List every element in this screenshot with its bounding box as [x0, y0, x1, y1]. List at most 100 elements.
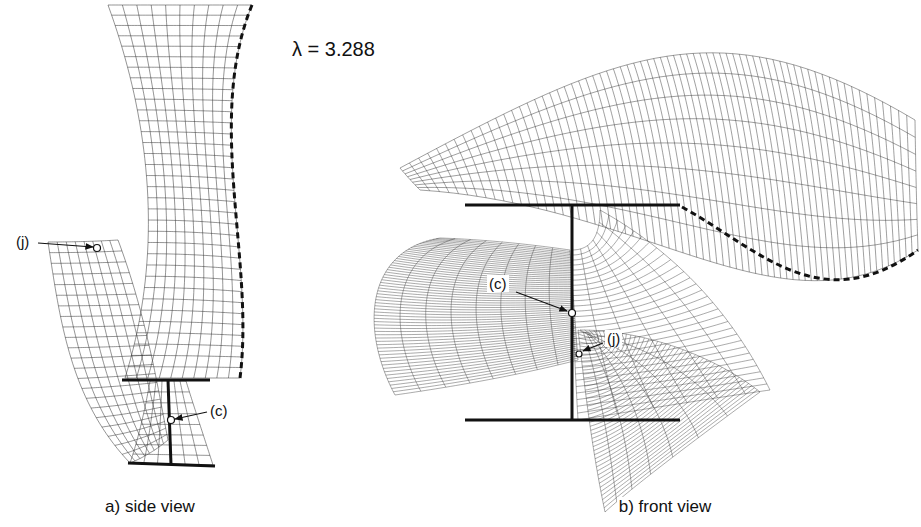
- mesh-line: [706, 53, 743, 271]
- mesh-line: [726, 53, 762, 275]
- mesh-line: [400, 239, 455, 392]
- mesh-line: [376, 328, 576, 341]
- mesh-line: [915, 120, 918, 250]
- mesh-line: [746, 55, 781, 278]
- mesh-line: [222, 5, 237, 378]
- mesh-line: [384, 346, 577, 372]
- mesh-line: [572, 215, 609, 255]
- mesh-line: [753, 56, 787, 279]
- mesh-line: [599, 375, 736, 479]
- callout-label: (j): [14, 233, 31, 250]
- mesh-line: [382, 280, 573, 291]
- mesh-line: [374, 311, 574, 315]
- mesh-line: [600, 379, 742, 487]
- mesh-line: [101, 241, 159, 447]
- mesh-line: [374, 318, 575, 325]
- mesh-line: [572, 226, 626, 265]
- mesh-line: [180, 381, 199, 465]
- mesh-line: [374, 315, 575, 320]
- mesh-line: [403, 253, 571, 269]
- mesh-line: [733, 54, 769, 276]
- bottom-flange: [465, 419, 680, 422]
- mesh-line: [423, 242, 571, 257]
- mesh-line: [392, 356, 578, 388]
- mesh-line: [48, 240, 118, 242]
- mesh-line: [837, 80, 859, 276]
- mesh-line: [673, 55, 710, 261]
- mesh-line: [588, 246, 654, 408]
- mesh-line: [907, 115, 912, 254]
- mesh-line: [389, 267, 572, 281]
- mesh-line: [572, 220, 617, 260]
- mesh-line: [56, 294, 135, 295]
- mesh-line: [148, 209, 236, 213]
- mesh-line: [395, 360, 578, 395]
- mesh-line: [680, 55, 717, 264]
- mesh-line: [445, 144, 467, 195]
- mesh-line: [374, 320, 575, 328]
- mesh-line: [166, 5, 185, 378]
- mesh-line: [51, 262, 125, 264]
- mesh-line: [577, 378, 764, 406]
- mesh-line: [882, 102, 894, 264]
- mesh-line: [393, 358, 578, 392]
- mesh-line: [148, 254, 240, 258]
- mesh-line: [605, 392, 760, 512]
- mesh-line: [451, 241, 486, 383]
- mesh-line: [66, 242, 140, 459]
- mesh-line: [596, 369, 725, 467]
- mesh-line: [58, 305, 138, 306]
- mesh-line: [399, 256, 572, 272]
- mesh-line: [148, 231, 237, 235]
- callout-label: (j): [605, 330, 622, 347]
- mesh-line: [180, 5, 195, 378]
- mesh-line: [379, 285, 573, 294]
- mesh-line: [415, 181, 917, 221]
- mesh-line: [57, 242, 135, 461]
- mesh-line: [574, 296, 708, 327]
- subfigure-caption: a) side view: [103, 497, 197, 517]
- mesh-line: [574, 309, 718, 339]
- mesh-line: [713, 53, 749, 272]
- mesh-line: [203, 5, 214, 378]
- mesh-line: [577, 366, 757, 393]
- mesh-line: [527, 103, 555, 213]
- mesh-line: [574, 315, 723, 344]
- mesh-line: [600, 210, 770, 390]
- mesh-line: [414, 246, 571, 262]
- mesh-line: [599, 377, 739, 483]
- mesh-line: [130, 440, 168, 463]
- mesh-line: [413, 165, 917, 203]
- mesh-line: [378, 291, 574, 299]
- mesh-line: [144, 288, 241, 292]
- mesh-line: [501, 244, 519, 375]
- mesh-line: [593, 240, 687, 403]
- deformed-mesh: [48, 5, 918, 512]
- mesh-line: [143, 299, 242, 303]
- point-marker: [168, 417, 175, 424]
- mesh-line: [380, 338, 576, 358]
- mesh-line: [146, 276, 242, 280]
- mesh-line: [394, 261, 571, 276]
- mesh-line: [405, 95, 916, 174]
- mesh-line: [63, 325, 144, 327]
- mesh-line: [383, 277, 573, 288]
- point-marker: [569, 310, 576, 317]
- mesh-line: [379, 336, 576, 355]
- mesh-line: [572, 231, 634, 270]
- mesh-line: [595, 365, 718, 458]
- mesh-line: [50, 251, 122, 253]
- mesh-line: [374, 309, 574, 313]
- mesh-line: [378, 334, 576, 351]
- mesh-line: [574, 303, 713, 334]
- mesh-line: [151, 5, 176, 378]
- mesh-line: [602, 384, 749, 496]
- mesh-line: [525, 246, 537, 370]
- mesh-line: [148, 242, 239, 246]
- mesh-line: [375, 322, 575, 331]
- mesh-line: [575, 328, 733, 356]
- mesh-line: [627, 65, 662, 246]
- mesh-line: [890, 106, 900, 260]
- mesh-line: [504, 114, 530, 206]
- mesh-line: [48, 242, 130, 463]
